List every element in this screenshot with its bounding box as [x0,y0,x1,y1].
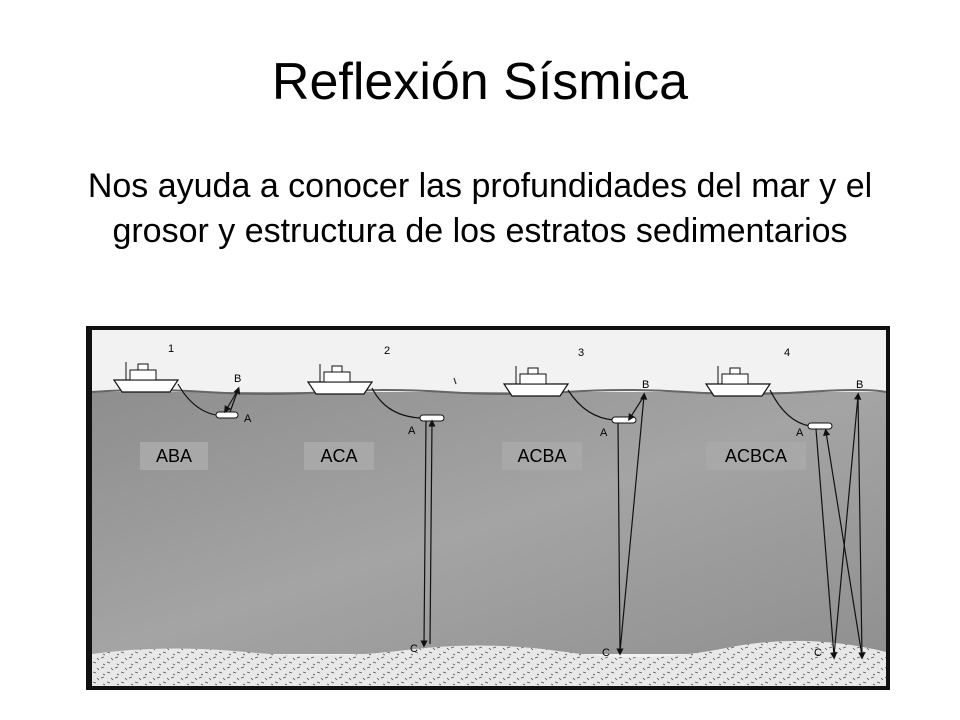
panel-1: 1 B A [112,343,252,425]
panel-2-number: 2 [384,345,390,357]
point-a: A [408,425,416,437]
sea-water [92,392,886,654]
point-b: B [856,379,863,391]
cable [371,387,421,419]
cable [567,389,615,421]
slide-title: Reflexión Sísmica [271,53,689,111]
point-c: C [814,647,822,659]
point-b: B [642,379,649,391]
panel-2: 2 A C [306,345,445,655]
point-a: A [244,413,252,425]
slide-subtitle: Nos ayuda a conocer las profundidades de… [87,167,873,250]
point-c: C [602,647,610,659]
path-label-acba: ACBA [502,442,582,470]
ship-icon [112,362,180,393]
cable [769,389,811,427]
path-label-aba: ABA [140,442,208,470]
point-a: A [796,427,804,439]
panel-1-number: 1 [168,343,174,355]
ship-icon [502,366,570,397]
seismic-diagram: 1 B A 2 [86,326,890,690]
panel-3-number: 3 [578,347,584,359]
hydrophone [807,422,833,430]
seabed-sediment [92,640,886,686]
panel-4: 4 B A C [704,347,866,660]
hydrophone [215,411,239,419]
point-b: B [234,373,241,385]
point-a: A [600,427,608,439]
seismic-reflection-figure: 1 B A 2 [86,326,890,690]
point-c: C [410,643,418,655]
panel-4-number: 4 [784,347,790,359]
ship-icon [704,366,772,397]
hydrophone [419,414,445,422]
smudge-mark [453,377,457,385]
ship-icon [306,364,374,395]
path-label-aca: ACA [304,442,374,470]
hydrophone [611,416,637,424]
path-label-acbca: ACBCA [706,442,806,470]
panel-3: 3 B A C [502,347,649,659]
